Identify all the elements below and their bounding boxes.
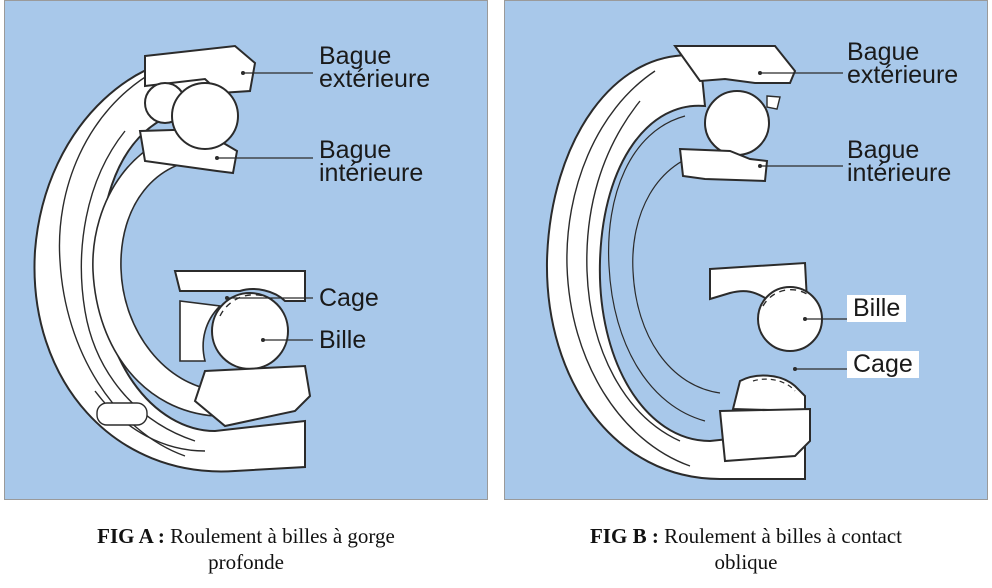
label-outer-ring: Bague extérieure <box>319 45 430 91</box>
figure-a-panel: Bague extérieure Bague intérieure Cage B… <box>4 0 488 500</box>
caption-figure-label: FIG A : <box>97 524 165 548</box>
label-inner-ring-line2: intérieure <box>319 162 423 185</box>
label-outer-ring-line2: extérieure <box>847 64 958 87</box>
label-cage: Cage <box>847 351 919 378</box>
label-inner-ring: Bague intérieure <box>847 139 951 185</box>
label-ball: Bille <box>847 295 906 322</box>
label-ball-text: Bille <box>319 329 366 352</box>
caption-text: Roulement à billes à contact <box>664 524 902 548</box>
label-outer-ring-line2: extérieure <box>319 68 430 91</box>
label-inner-ring-line2: intérieure <box>847 162 951 185</box>
label-inner-ring: Bague intérieure <box>319 139 423 185</box>
label-ball: Bille <box>319 329 366 352</box>
caption-line-1: FIG A : Roulement à billes à gorge <box>4 523 488 549</box>
figure-b-panel: Bague extérieure Bague intérieure Bille … <box>504 0 988 500</box>
caption-line-2: oblique <box>504 549 988 575</box>
label-cage: Cage <box>319 287 379 310</box>
figure-a-caption: FIG A : Roulement à billes à gorge profo… <box>4 523 488 575</box>
caption-text: Roulement à billes à gorge <box>170 524 395 548</box>
label-cage-text: Cage <box>853 353 913 376</box>
caption-line-2: profonde <box>4 549 488 575</box>
label-cage-text: Cage <box>319 287 379 310</box>
label-outer-ring: Bague extérieure <box>847 41 958 87</box>
label-ball-text: Bille <box>853 297 900 320</box>
figure-b-caption: FIG B : Roulement à billes à contact obl… <box>504 523 988 575</box>
caption-line-1: FIG B : Roulement à billes à contact <box>504 523 988 549</box>
caption-figure-label: FIG B : <box>590 524 659 548</box>
